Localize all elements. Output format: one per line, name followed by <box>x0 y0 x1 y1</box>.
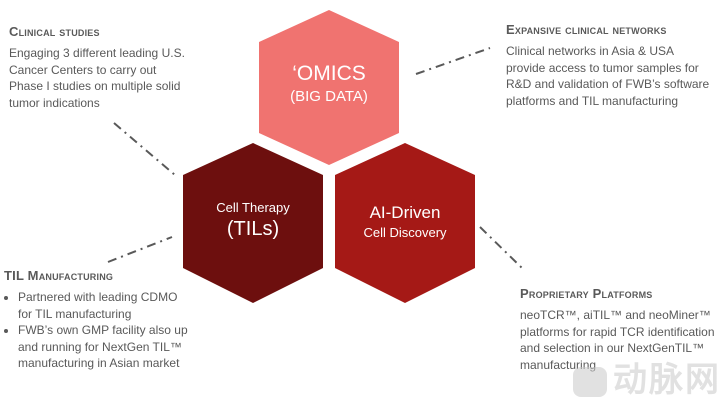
list-item: FWB’s own GMP facility also up and runni… <box>18 322 190 372</box>
clinical-networks-body: Clinical networks in Asia & USA provide … <box>506 44 710 108</box>
proprietary-platforms-body: neoTCR™, aiTIL™ and neoMiner™ platforms … <box>520 308 715 372</box>
ai-driven-subtitle: Cell Discovery <box>363 224 447 240</box>
cell-therapy-label: Cell Therapy (TILs) <box>183 200 323 241</box>
clinical-studies-block: Clinical studies Engaging 3 different le… <box>9 24 189 111</box>
connector-clinical-networks <box>415 47 491 75</box>
connector-proprietary-platforms <box>479 226 523 269</box>
til-manufacturing-title: TIL Manufacturing <box>4 268 114 283</box>
watermark: 动脉网 <box>613 361 721 399</box>
hex-omics <box>259 10 399 165</box>
hex-ai-driven <box>335 143 475 303</box>
til-manufacturing-block: TIL Manufacturing Partnered with leading… <box>4 268 190 372</box>
proprietary-platforms-block: Proprietary Platforms neoTCR™, aiTIL™ an… <box>520 286 720 373</box>
hex-cell-therapy <box>183 143 323 303</box>
cell-therapy-subtitle: (TILs) <box>226 217 280 240</box>
ai-driven-label: AI-Driven Cell Discovery <box>335 203 475 240</box>
ai-driven-title: AI-Driven <box>369 203 441 222</box>
clinical-studies-title: Clinical studies <box>9 24 100 39</box>
clinical-networks-title: Expansive clinical networks <box>506 22 667 37</box>
list-item: Partnered with leading CDMO for TIL manu… <box>18 289 190 322</box>
connector-til-manufacturing <box>107 236 173 263</box>
cell-therapy-title: Cell Therapy <box>216 200 290 215</box>
clinical-networks-block: Expansive clinical networks Clinical net… <box>506 22 716 109</box>
proprietary-platforms-title: Proprietary Platforms <box>520 286 653 301</box>
watermark-logo-icon <box>573 367 607 397</box>
connector-clinical-studies <box>113 122 176 176</box>
omics-subtitle: (BIG DATA) <box>290 88 368 106</box>
clinical-studies-body: Engaging 3 different leading U.S. Cancer… <box>9 46 185 110</box>
omics-label: ‘OMICS (BIG DATA) <box>259 62 399 105</box>
til-manufacturing-list: Partnered with leading CDMO for TIL manu… <box>4 289 190 372</box>
omics-title: ‘OMICS <box>292 62 366 85</box>
